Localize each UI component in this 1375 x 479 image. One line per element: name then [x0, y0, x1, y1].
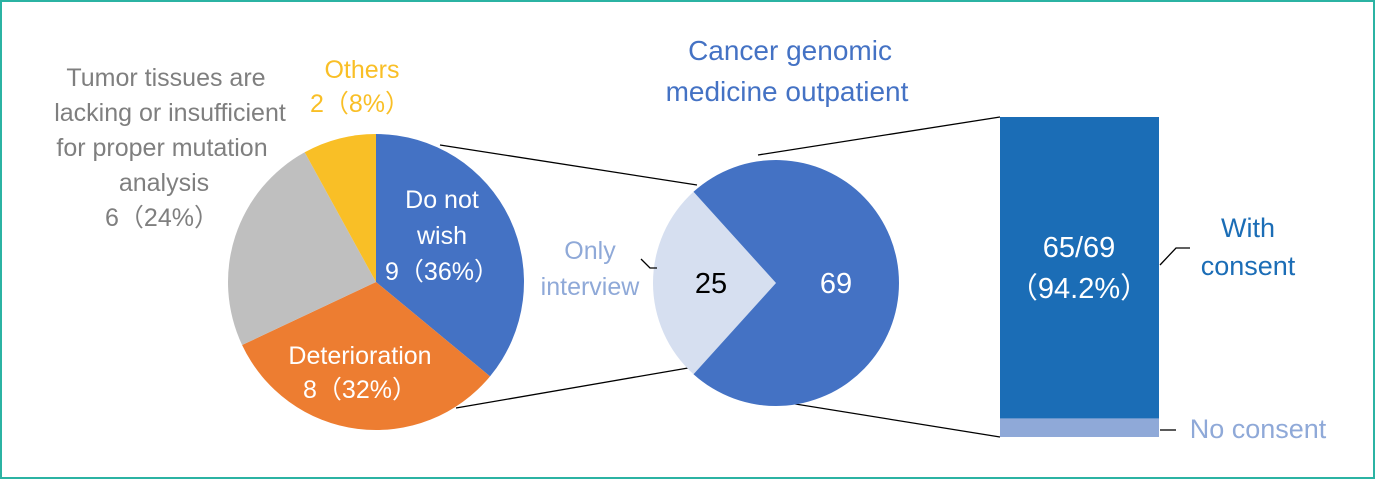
outpatient-pie-chart [653, 159, 899, 407]
with-consent-label-2: consent [1201, 251, 1296, 281]
do-not-wish-label-3: 9（36%） [385, 258, 499, 286]
with-consent-leader-line [1159, 247, 1190, 266]
deterioration-label-1: Deterioration [288, 342, 431, 370]
others-label-2: 2（8%） [310, 90, 410, 118]
only-interview-label-2: interview [541, 273, 641, 301]
outpatient-pie-slice-0 [653, 191, 776, 375]
connector-pie-bottom [455, 367, 689, 409]
outpatient-pie-labels: Cancer genomic medicine outpatient 25 69… [541, 35, 909, 301]
connector-pie-top [439, 144, 698, 186]
connector-bar-top [757, 116, 1001, 156]
connector-bar-bottom [757, 397, 1001, 438]
deterioration-label-2: 8（32%） [303, 376, 417, 404]
consent-stacked-bar [1000, 117, 1159, 437]
reason-pie-slice-2 [228, 152, 376, 346]
reason-pie-chart [228, 134, 524, 430]
no-consent-label: No consent [1190, 414, 1327, 444]
consent-bar-segment-0 [1000, 117, 1159, 419]
only-interview-label-1: Only [564, 237, 616, 265]
outpatient-pie-slice-1 [693, 159, 899, 407]
with-consent-value-1: 65/69 [1043, 232, 1116, 264]
do-not-wish-label-2: wish [416, 222, 467, 250]
reason-pie-slice-0 [376, 134, 524, 377]
connector-lines [439, 116, 1001, 438]
with-consent-label-1: With [1221, 213, 1275, 243]
tumor-label-5: 6（24%） [105, 204, 219, 232]
outpatient-title-2: medicine outpatient [666, 76, 909, 107]
only-interview-leader-line [640, 258, 657, 269]
reason-pie-slice-1 [242, 282, 491, 430]
consent-bar-segment-1 [1000, 418, 1159, 437]
reason-pie-slice-3 [304, 134, 376, 282]
outpatient-title-1: Cancer genomic [688, 35, 892, 66]
reason-pie-labels: Do not wish 9（36%） Deterioration 8（32%） … [54, 56, 499, 404]
tumor-label-3: for proper mutation [56, 134, 267, 162]
only-interview-value: 25 [695, 268, 727, 300]
others-label-1: Others [324, 56, 399, 84]
tumor-label-2: lacking or insufficient [54, 99, 286, 127]
outpatient-main-value: 69 [820, 268, 852, 300]
do-not-wish-label-1: Do not [405, 186, 479, 214]
consent-bar-labels: 65/69 （94.2%） With consent No consent [1009, 213, 1327, 444]
tumor-label-1: Tumor tissues are [66, 64, 265, 92]
with-consent-value-2: （94.2%） [1009, 273, 1149, 305]
tumor-label-4: analysis [119, 169, 209, 197]
